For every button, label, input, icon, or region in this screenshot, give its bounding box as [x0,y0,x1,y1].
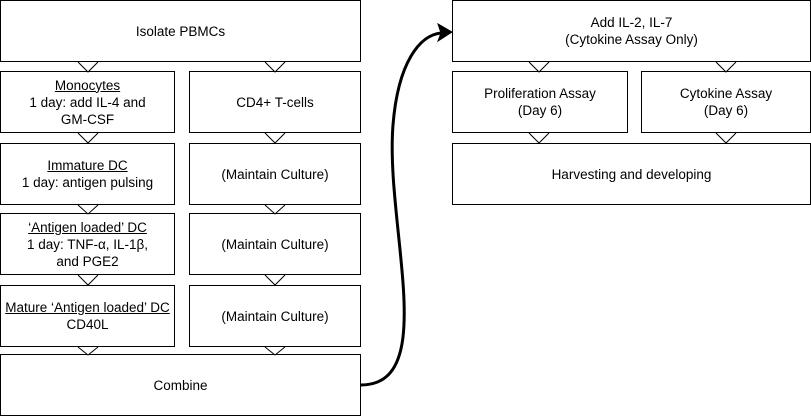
cytokine-assay-line-1: Cytokine Assay [679,86,773,101]
isolate-pbmcs-label: Isolate PBMCs [135,23,226,39]
harvesting-box: Harvesting and developing [452,143,811,205]
notch-maintain2-maintain3 [264,274,286,286]
notch-tcells-maintain1 [264,132,286,144]
add-il-line-2: (Cytokine Assay Only) [565,32,698,47]
notch-addil-cytokine [715,61,737,73]
cd4-tcells-label: CD4+ T-cells [236,94,314,110]
notch-maintain1-maintain2 [264,204,286,215]
maintain-culture-box-2: (Maintain Culture) [189,213,361,275]
mature-dc-line-1: CD40L [66,317,109,332]
maintain-culture-label-1: (Maintain Culture) [221,166,329,182]
maintain-culture-box-1: (Maintain Culture) [189,143,361,205]
monocytes-line-2: GM-CSF [60,111,115,127]
notch-proliferation-harvest [528,132,550,144]
maintain-culture-label-3: (Maintain Culture) [221,308,329,324]
combine-to-addil-arrowhead [437,22,453,43]
antigen-loaded-dc-box: ‘Antigen loaded’ DC 1 day: TNF-α, IL-1β,… [0,213,175,275]
combine-to-addil-arrow [360,31,442,387]
notch-maintain3-combine [264,346,286,356]
add-il-box: Add IL-2, IL-7 (Cytokine Assay Only) [452,0,811,62]
proliferation-assay-line-1: Proliferation Assay [484,86,596,101]
maintain-culture-label-2: (Maintain Culture) [221,236,329,252]
harvesting-label: Harvesting and developing [551,166,712,182]
monocytes-title: Monocytes [54,77,121,93]
antigen-loaded-dc-line-1: 1 day: TNF-α, IL-1β, [26,236,149,252]
cd4-tcells-box: CD4+ T-cells [189,71,361,133]
cytokine-assay-box: Cytokine Assay (Day 6) [641,71,811,133]
immature-dc-title: Immature DC [47,158,128,173]
add-il-line-1: Add IL-2, IL-7 [590,15,673,30]
notch-immature-antigen [77,204,99,215]
immature-dc-line-1: 1 day: antigen pulsing [21,175,154,190]
monocytes-line-1: 1 day: add IL-4 and [29,94,146,110]
proliferation-assay-line-2: (Day 6) [517,103,563,118]
notch-mature-combine [77,346,99,356]
combine-label: Combine [153,377,208,393]
combine-box: Combine [0,354,361,416]
mature-dc-box: Mature ‘Antigen loaded’ DC CD40L [0,285,175,347]
antigen-loaded-dc-line-2: and PGE2 [56,253,119,269]
notch-addil-proliferation [528,61,550,73]
notch-antigen-mature [77,274,99,286]
notch-cytokine-harvest [715,132,737,144]
notch-isolate-monocytes [77,61,99,73]
proliferation-assay-box: Proliferation Assay (Day 6) [452,71,628,133]
cytokine-assay-line-2: (Day 6) [703,103,749,118]
maintain-culture-box-3: (Maintain Culture) [189,285,361,347]
immature-dc-box: Immature DC 1 day: antigen pulsing [0,143,175,205]
notch-monocytes-immature [77,132,99,144]
monocytes-box: Monocytes 1 day: add IL-4 and GM-CSF [0,71,175,133]
antigen-loaded-dc-title: ‘Antigen loaded’ DC [28,219,147,235]
mature-dc-title: Mature ‘Antigen loaded’ DC [5,300,170,315]
isolate-pbmcs-box: Isolate PBMCs [0,0,361,62]
notch-isolate-tcells [264,61,286,73]
